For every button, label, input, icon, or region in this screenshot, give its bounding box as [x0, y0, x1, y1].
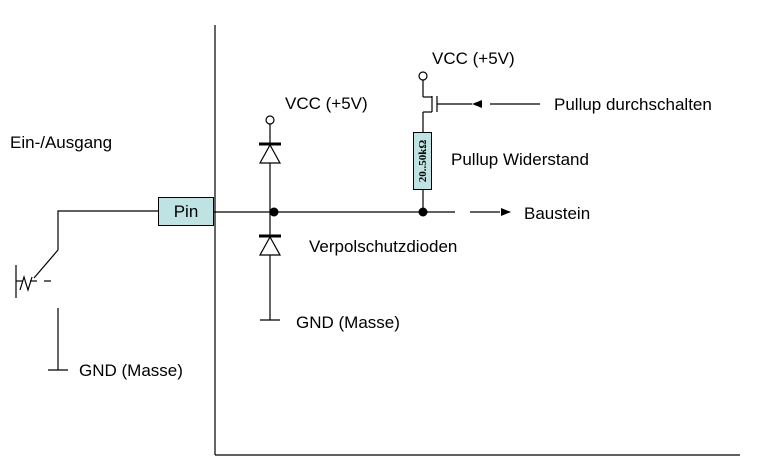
protection-diodes-label: Verpolschutzdioden	[309, 237, 458, 256]
pullup-junction-dot	[418, 207, 428, 217]
switch-lever	[33, 249, 59, 279]
pullup-resistor-label: Pullup Widerstand	[451, 150, 589, 169]
pin-label: Pin	[173, 201, 199, 221]
resistor-value: 20..50kΩ	[416, 139, 429, 183]
diode-junction-dot	[269, 207, 279, 217]
vcc-diode-terminal	[265, 115, 275, 125]
upper-protection-diode	[258, 143, 282, 164]
vcc-pullup-label: VCC (+5V)	[432, 49, 515, 68]
gnd-switch-label: GND (Masse)	[79, 361, 183, 380]
module-label: Baustein	[524, 204, 591, 223]
output-arrowhead	[501, 208, 511, 216]
switch-spring	[19, 274, 33, 293]
vcc-pullup-terminal	[418, 71, 428, 81]
gnd-diode-label: GND (Masse)	[296, 313, 400, 332]
vcc-diode-label: VCC (+5V)	[285, 94, 368, 113]
pin-box: Pin	[158, 197, 214, 226]
control-arrowhead	[472, 100, 482, 108]
io-label: Ein-/Ausgang	[10, 133, 113, 152]
pullup-switch-label: Pullup durchschalten	[554, 95, 712, 114]
lower-protection-diode	[258, 235, 282, 256]
pin-to-switch-wire	[57, 210, 158, 250]
pullup-resistor: 20..50kΩ	[413, 132, 432, 190]
